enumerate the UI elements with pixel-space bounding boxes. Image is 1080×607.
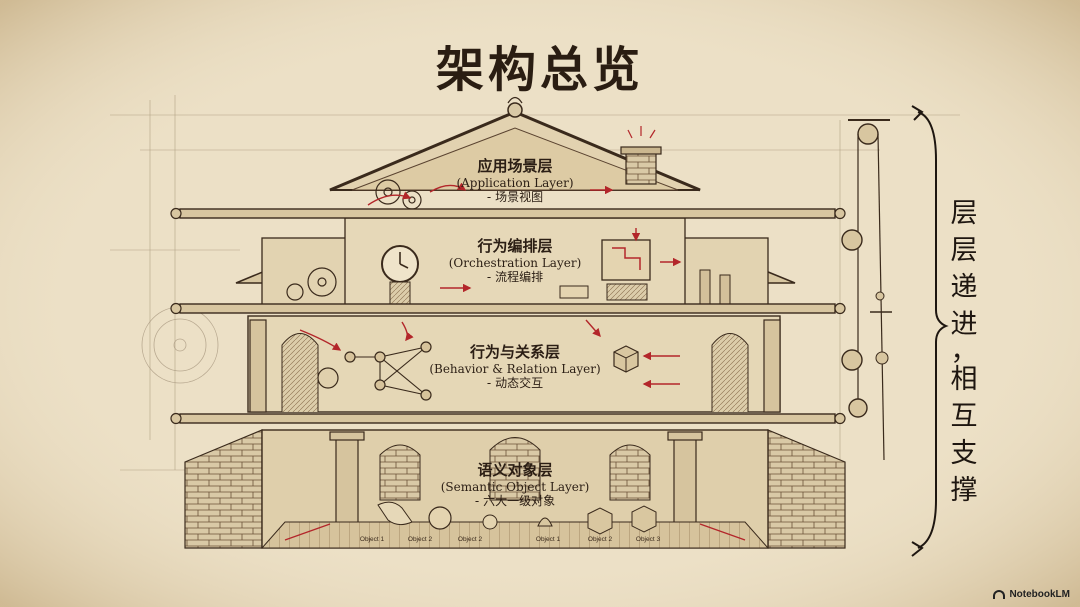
- layer-title: 行为编排层: [420, 238, 610, 256]
- object-label: Object 2: [580, 536, 620, 543]
- layer-label-behavior: 行为与关系层 (Behavior & Relation Layer) - 动态交…: [410, 344, 620, 390]
- side-char: ，: [944, 343, 984, 361]
- layer-english-name: (Application Layer): [420, 176, 610, 190]
- side-char: 层: [944, 195, 984, 232]
- notebooklm-logo-icon: [993, 590, 1005, 599]
- side-caption: 层 层 递 进 ， 相 互 支 撑: [944, 195, 984, 509]
- side-char: 层: [944, 232, 984, 269]
- object-label: Object 1: [352, 536, 392, 543]
- page-title: 架构总览: [0, 30, 1080, 100]
- layer-subtitle: - 六大一级对象: [420, 494, 610, 508]
- side-char: 互: [944, 398, 984, 435]
- layer-title: 应用场景层: [420, 158, 610, 176]
- brand-watermark: NotebookLM: [993, 589, 1070, 600]
- object-label: Object 2: [450, 536, 490, 543]
- layer-title: 语义对象层: [420, 462, 610, 480]
- side-char: 相: [944, 361, 984, 398]
- layer-subtitle: - 动态交互: [410, 376, 620, 390]
- layer-english-name: (Behavior & Relation Layer): [410, 362, 620, 376]
- side-char: 撑: [944, 472, 984, 509]
- layer-english-name: (Semantic Object Layer): [420, 480, 610, 494]
- object-label: Object 3: [628, 536, 668, 543]
- object-label: Object 2: [400, 536, 440, 543]
- layer-subtitle: - 场景视图: [420, 190, 610, 204]
- layer-label-application: 应用场景层 (Application Layer) - 场景视图: [420, 158, 610, 204]
- layer-label-orchestration: 行为编排层 (Orchestration Layer) - 流程编排: [420, 238, 610, 284]
- side-char: 支: [944, 435, 984, 472]
- brand-name: NotebookLM: [1009, 589, 1070, 600]
- layer-subtitle: - 流程编排: [420, 270, 610, 284]
- side-char: 递: [944, 269, 984, 306]
- layer-english-name: (Orchestration Layer): [420, 256, 610, 270]
- layer-label-semantic: 语义对象层 (Semantic Object Layer) - 六大一级对象: [420, 462, 610, 508]
- object-label: Object 1: [528, 536, 568, 543]
- layer-title: 行为与关系层: [410, 344, 620, 362]
